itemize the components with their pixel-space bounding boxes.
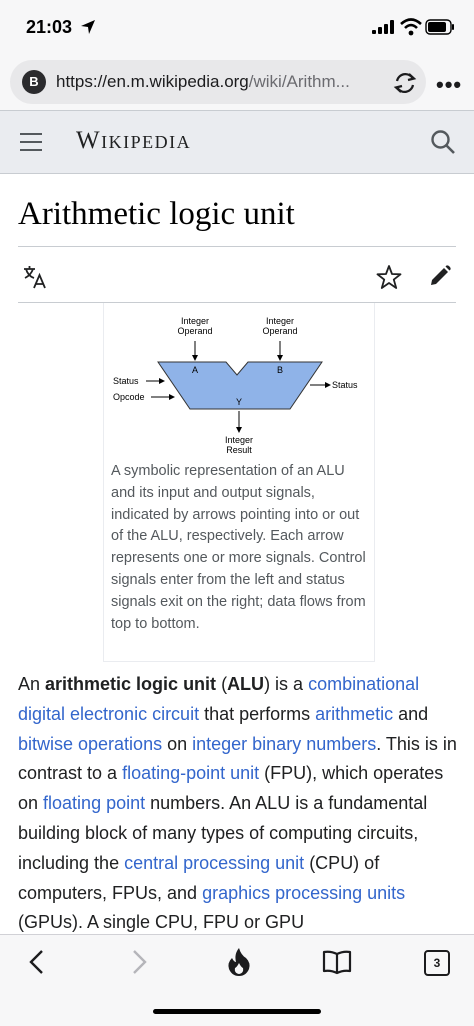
browser-address-bar: B https://en.m.wikipedia.org/wiki/Arithm… <box>0 56 474 110</box>
main-menu-icon[interactable] <box>20 133 42 151</box>
label-integer-result: Integer <box>225 435 253 445</box>
bookmarks-book-icon[interactable] <box>322 949 352 975</box>
text-span: (CPU) of computers, FPUs, and <box>18 852 380 903</box>
link-floating-point-unit[interactable]: floating-point unit <box>122 763 260 784</box>
label-integer-operand-b: Integer <box>266 316 294 326</box>
bold-term: ALU <box>227 674 265 694</box>
alu-diagram[interactable]: Integer Operand Integer Operand A B Y St… <box>104 311 374 461</box>
wiki-header: Wikipedia <box>0 110 474 174</box>
text-span: that performs <box>199 703 316 724</box>
actions-divider <box>18 302 456 303</box>
forward-chevron-icon[interactable] <box>128 949 150 975</box>
search-icon[interactable] <box>430 129 456 155</box>
text-span: An <box>18 674 46 694</box>
alu-body <box>157 361 323 410</box>
text-span: and <box>393 703 429 724</box>
figure-caption: A symbolic representation of an ALU and … <box>111 463 366 632</box>
link-arithmetic[interactable]: arithmetic <box>315 703 394 724</box>
text-span: ( <box>216 674 228 694</box>
link-floating-point[interactable]: floating point <box>43 793 146 814</box>
text-span: on <box>162 733 193 754</box>
back-chevron-icon[interactable] <box>26 949 48 975</box>
label-b: B <box>277 365 283 375</box>
link-central-processing-unit[interactable]: central processing unit <box>124 852 305 873</box>
link-graphics-processing-units[interactable]: graphics processing units <box>202 882 406 903</box>
text-span: numbers. An ALU is a fundamental buildin… <box>18 793 428 873</box>
label-a: A <box>192 365 198 375</box>
site-badge-icon: B <box>22 70 46 94</box>
title-divider <box>18 246 456 247</box>
url-path: /wiki/Arithm... <box>248 72 350 91</box>
label-opcode: Opcode <box>113 392 145 402</box>
flame-icon[interactable] <box>226 947 252 977</box>
wikipedia-wordmark[interactable]: Wikipedia <box>76 127 192 154</box>
reload-icon[interactable] <box>392 70 418 96</box>
text-span: ) is a <box>264 674 309 694</box>
watch-star-icon[interactable] <box>376 264 402 290</box>
label-status-out: Status <box>332 380 358 390</box>
tabs-count-button[interactable]: 3 <box>424 950 450 976</box>
page-title: Arithmetic logic unit <box>18 196 295 232</box>
label-operand-b: Operand <box>262 326 297 336</box>
wifi-icon <box>400 18 422 36</box>
status-bar: 21:03 <box>0 0 474 56</box>
bold-term: arithmetic logic unit <box>45 674 217 694</box>
text-span: . This is in contrast to a <box>18 733 457 784</box>
cellular-signal-icon <box>372 20 394 34</box>
battery-icon <box>425 19 454 35</box>
home-indicator <box>153 1009 321 1014</box>
location-arrow-icon <box>81 20 95 34</box>
url-text[interactable]: https://en.m.wikipedia.org/wiki/Arithm..… <box>56 72 350 92</box>
label-result: Result <box>226 445 252 455</box>
more-menu-icon[interactable]: ••• <box>436 72 463 97</box>
link-integer-binary-numbers[interactable]: integer binary numbers <box>192 733 377 754</box>
text-span: (GPUs). A single CPU, FPU or GPU <box>18 912 305 933</box>
edit-pencil-icon[interactable] <box>428 264 452 288</box>
label-y: Y <box>236 397 242 407</box>
link-combinational-circuit[interactable]: combinational digital electronic circuit <box>18 674 420 724</box>
text-span: (FPU), which operates on <box>18 763 444 814</box>
url-host: https://en.m.wikipedia.org <box>56 72 249 91</box>
label-integer-operand-a: Integer <box>181 316 209 326</box>
status-time: 21:03 <box>26 17 73 37</box>
language-icon[interactable] <box>22 264 48 290</box>
link-bitwise-operations[interactable]: bitwise operations <box>18 733 163 754</box>
label-operand-a: Operand <box>177 326 212 336</box>
label-status-in: Status <box>113 376 139 386</box>
article-lead-paragraph: An arithmetic logic unit (ALU) is a comb… <box>18 670 458 938</box>
alu-figure: Integer Operand Integer Operand A B Y St… <box>103 303 375 662</box>
url-field[interactable]: B https://en.m.wikipedia.org/wiki/Arithm… <box>10 60 426 104</box>
